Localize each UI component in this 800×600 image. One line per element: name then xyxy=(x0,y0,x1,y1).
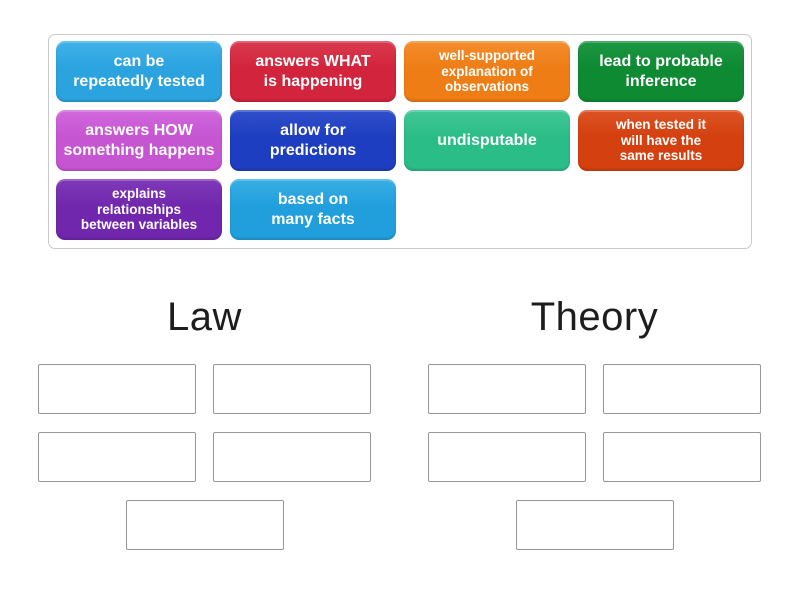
drop-slot[interactable] xyxy=(213,364,371,414)
draggable-tile[interactable]: undisputable xyxy=(404,110,570,171)
draggable-tile[interactable]: explains relationships between variables xyxy=(56,179,222,240)
draggable-tile[interactable]: lead to probable inference xyxy=(578,41,744,102)
draggable-tile[interactable]: answers WHAT is happening xyxy=(230,41,396,102)
group-slots-law xyxy=(38,364,371,550)
drop-slot[interactable] xyxy=(125,500,284,550)
group-title-law: Law xyxy=(167,295,242,339)
drop-slot[interactable] xyxy=(38,432,196,482)
draggable-tile[interactable]: well-supported explanation of observatio… xyxy=(404,41,570,102)
draggable-tile[interactable]: based on many facts xyxy=(230,179,396,240)
drop-slot[interactable] xyxy=(428,364,586,414)
draggable-tile[interactable]: allow for predictions xyxy=(230,110,396,171)
draggable-tile[interactable]: answers HOW something happens xyxy=(56,110,222,171)
drop-slot[interactable] xyxy=(213,432,371,482)
drop-slot[interactable] xyxy=(428,432,586,482)
draggable-tile[interactable]: when tested it will have the same result… xyxy=(578,110,744,171)
sort-groups: Law Theory xyxy=(38,293,800,550)
group-title-theory: Theory xyxy=(530,295,659,339)
drop-slot[interactable] xyxy=(603,432,761,482)
group-theory: Theory xyxy=(428,293,761,550)
group-law: Law xyxy=(38,293,371,550)
drop-slot[interactable] xyxy=(603,364,761,414)
drop-slot[interactable] xyxy=(515,500,674,550)
draggable-tile[interactable]: can be repeatedly tested xyxy=(56,41,222,102)
group-slots-theory xyxy=(428,364,761,550)
drop-slot[interactable] xyxy=(38,364,196,414)
